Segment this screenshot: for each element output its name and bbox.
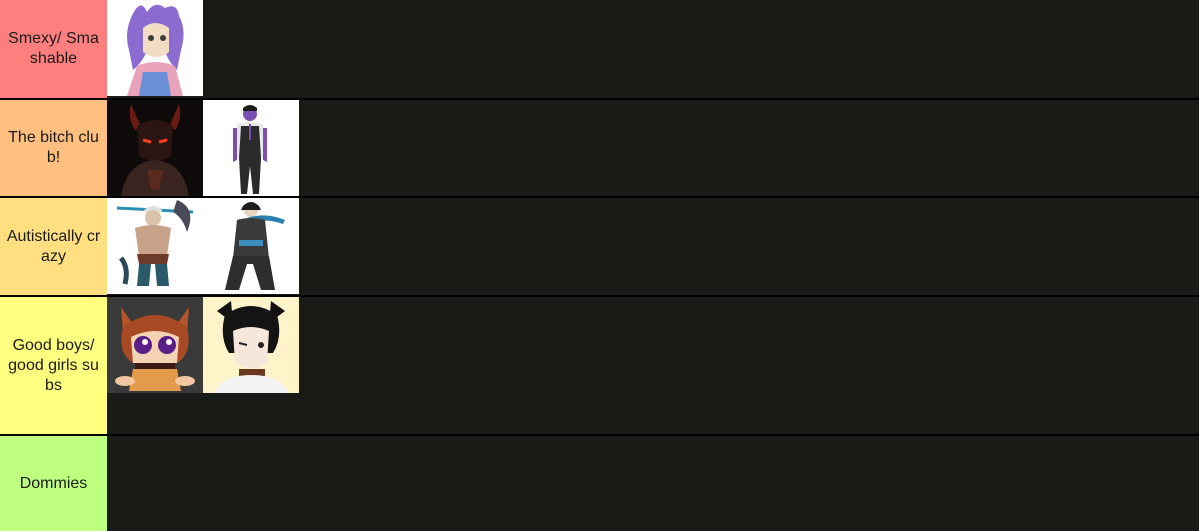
tier-label-text: Good boys/ good girls subs xyxy=(8,336,99,394)
purple-skinned-man-in-vest-thumbnail xyxy=(203,100,299,196)
tier-item[interactable] xyxy=(107,297,203,393)
tier-label-text: Dommies xyxy=(19,474,88,492)
tier-label-text: The bitch club! xyxy=(8,129,99,166)
tier-label[interactable]: The bitch club! xyxy=(0,100,107,196)
armored-warrior-with-staff-thumbnail xyxy=(107,198,203,294)
tier-item[interactable] xyxy=(107,100,203,196)
tier-items xyxy=(107,100,1199,196)
tier-item[interactable] xyxy=(203,198,299,294)
dark-coated-man-with-scarf-thumbnail xyxy=(203,198,299,294)
tier-row-bitch-club: The bitch club! xyxy=(0,98,1199,196)
tier-label[interactable]: Dommies xyxy=(0,436,107,531)
tier-items xyxy=(107,436,1199,531)
tier-item[interactable] xyxy=(107,0,203,96)
tier-items xyxy=(107,297,1199,434)
tier-label[interactable]: Smexy/ Smashable xyxy=(0,0,107,98)
tier-items xyxy=(107,0,1199,98)
tier-label[interactable]: Autistically crazy xyxy=(0,198,107,295)
purple-haired-character-thumbnail xyxy=(107,0,203,96)
tier-label-text: Smexy/ Smashable xyxy=(8,30,99,67)
tier-row-smexy: Smexy/ Smashable xyxy=(0,0,1199,98)
fox-eared-chibi-thumbnail xyxy=(107,297,203,393)
tier-label-text: Autistically crazy xyxy=(6,227,101,265)
tier-item[interactable] xyxy=(107,198,203,294)
tier-row-autistically-crazy: Autistically crazy xyxy=(0,196,1199,295)
tier-row-dommies: Dommies xyxy=(0,434,1199,531)
tier-item[interactable] xyxy=(203,297,299,393)
tier-label[interactable]: Good boys/ good girls subs xyxy=(0,297,107,434)
horned-demon-thumbnail xyxy=(107,100,203,196)
tier-items xyxy=(107,198,1199,295)
black-haired-boy-with-collar-thumbnail xyxy=(203,297,299,393)
tier-row-good-subs: Good boys/ good girls subs xyxy=(0,295,1199,434)
tier-item[interactable] xyxy=(203,100,299,196)
